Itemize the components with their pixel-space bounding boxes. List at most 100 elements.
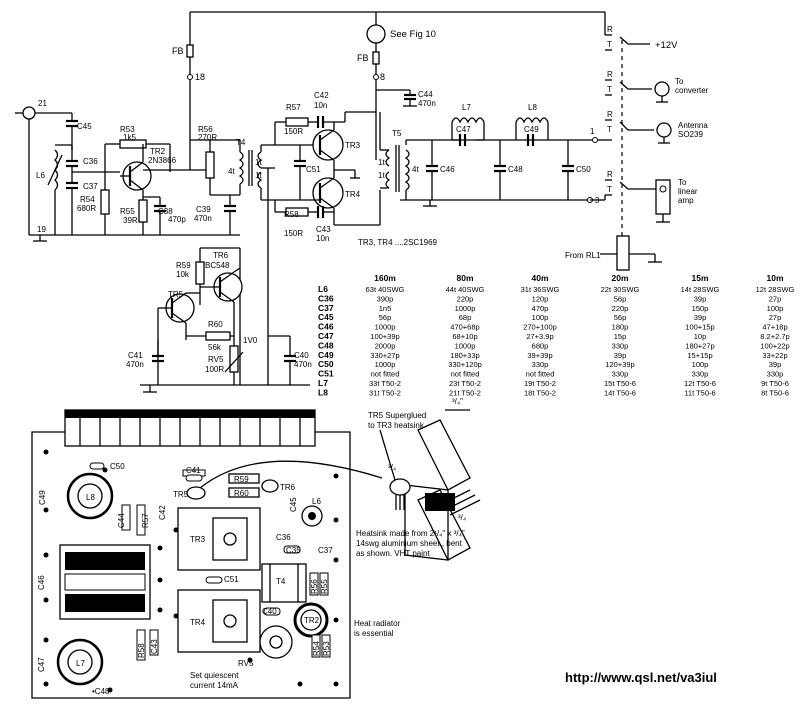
table-header: 15m	[691, 273, 708, 283]
table-cell: 270+100p	[523, 323, 557, 332]
heat-radiator-1: Heat radiator	[354, 619, 401, 628]
node19-label: 19	[37, 225, 46, 234]
pcb-t4: T4	[276, 577, 286, 586]
t4-label: T4	[236, 138, 246, 147]
table-cell: 27+3.9p	[526, 332, 553, 341]
relay-contacts	[590, 34, 672, 271]
pcb-r57: R57	[141, 513, 150, 528]
relay-r2: R	[607, 70, 613, 79]
table-cell: 12t 28SWG	[756, 285, 795, 294]
t5-4t-label: 4t	[412, 165, 419, 174]
table-cell: 180+27p	[685, 341, 714, 350]
linear-amp-connector-icon	[655, 179, 671, 215]
dim-34a: ³/₄"	[452, 397, 463, 406]
set-quiescent-1: Set quiescent	[190, 671, 239, 680]
table-cell: 18t T50-2	[524, 388, 556, 397]
pcb-r53: R53	[322, 641, 331, 656]
pcb-layout	[31, 409, 383, 699]
l7-label: L7	[462, 103, 471, 112]
plus12-label: +12V	[655, 40, 678, 51]
c48-label: C48	[508, 165, 523, 174]
set-quiescent-2: current 14mA	[190, 681, 239, 690]
table-header: 40m	[531, 273, 548, 283]
table-cell: 220p	[612, 304, 629, 313]
table-cell: 39+39p	[527, 351, 552, 360]
heatsink-note-1: Heatsink made from 2¹/₄" x ³/₄"	[356, 529, 465, 538]
c45-label: C45	[77, 122, 92, 131]
table-cell: 27p	[769, 313, 782, 322]
t4-primary	[238, 151, 244, 185]
rv5-value: 100R	[205, 365, 224, 374]
table-cell: not fitted	[526, 370, 555, 379]
relay-r3: R	[607, 110, 613, 119]
table-row-label: C45	[318, 312, 334, 322]
table-cell: 120p	[532, 294, 549, 303]
l7-coil	[451, 117, 485, 124]
table-cell: 27p	[769, 294, 782, 303]
tr5-glued-icon	[389, 478, 411, 496]
c51-label: C51	[306, 165, 321, 174]
table-cell: 44t 40SWG	[446, 285, 485, 294]
table-row-label: C51	[318, 369, 334, 379]
table-cell: 63t 40SWG	[366, 285, 405, 294]
r58-label: R58	[284, 210, 299, 219]
table-cell: 39p	[694, 313, 707, 322]
antenna-label: Antenna	[678, 121, 708, 130]
table-header: 80m	[456, 273, 473, 283]
pcb-tr4: TR4	[190, 618, 206, 627]
table-row-label: C46	[318, 322, 334, 332]
pcb-r58: R58	[137, 643, 146, 658]
table-cell: 31t T50-2	[369, 388, 401, 397]
table-cell: 330p	[612, 341, 629, 350]
r60-resistor	[205, 331, 231, 341]
tr2-value: 2N3866	[148, 156, 177, 165]
r60-value: 56k	[208, 343, 222, 352]
table-cell: 9t T50-6	[761, 379, 789, 388]
c37-label: C37	[83, 182, 98, 191]
table-cell: 21t T50-2	[449, 388, 481, 397]
table-cell: 33t T50-2	[369, 379, 401, 388]
c46-label: C46	[440, 165, 455, 174]
c41-value: 470n	[126, 360, 144, 369]
r59-label: R59	[176, 261, 191, 270]
c36-label: C36	[83, 157, 98, 166]
tr4-label: TR4	[345, 190, 361, 199]
relay-t3: T	[607, 125, 612, 134]
r57-resistor	[285, 117, 309, 127]
table-cell: 33+22p	[762, 351, 787, 360]
relay-t1: T	[607, 40, 612, 49]
rv5-label: RV5	[208, 355, 224, 364]
r59-resistor	[195, 261, 205, 285]
table-cell: 220p	[457, 294, 474, 303]
table-cell: 100p	[767, 304, 784, 313]
table-cell: 11t T50-6	[684, 388, 715, 397]
table-cell: 39p	[694, 294, 707, 303]
source-url: http://www.qsl.net/va3iul	[565, 670, 717, 685]
table-cell: 1000p	[455, 304, 476, 313]
tr34-note: TR3, TR4 ....2SC1969	[358, 238, 438, 247]
table-cell: 23t T50-2	[449, 379, 481, 388]
table-cell: 22t 30SWG	[601, 285, 640, 294]
so239-label: SO239	[678, 130, 703, 139]
table-cell: 1000p	[375, 323, 396, 332]
r56-resistor	[205, 151, 215, 179]
bias-circuit	[140, 247, 310, 393]
pcb-r56: R56	[310, 579, 319, 594]
t4-pcb	[261, 563, 307, 603]
table-cell: 330p	[532, 360, 549, 369]
t5-1t2-label: 1t	[378, 171, 385, 180]
r55-value: 39R	[123, 216, 138, 225]
heatsink-note-3: as shown. VHT paint	[356, 549, 430, 558]
l6-label: L6	[36, 171, 45, 180]
c47-label: C47	[456, 125, 471, 134]
table-cell: 68+10p	[452, 332, 477, 341]
relay-r1: R	[607, 25, 613, 34]
r53-label: R53	[120, 125, 135, 134]
pcb-tr5: TR5	[173, 490, 189, 499]
output-filter	[380, 117, 598, 207]
node21-label: 21	[38, 99, 47, 108]
c39-label: C39	[196, 205, 211, 214]
table-header: 10m	[766, 273, 783, 283]
table-cell: 100+15p	[685, 323, 714, 332]
